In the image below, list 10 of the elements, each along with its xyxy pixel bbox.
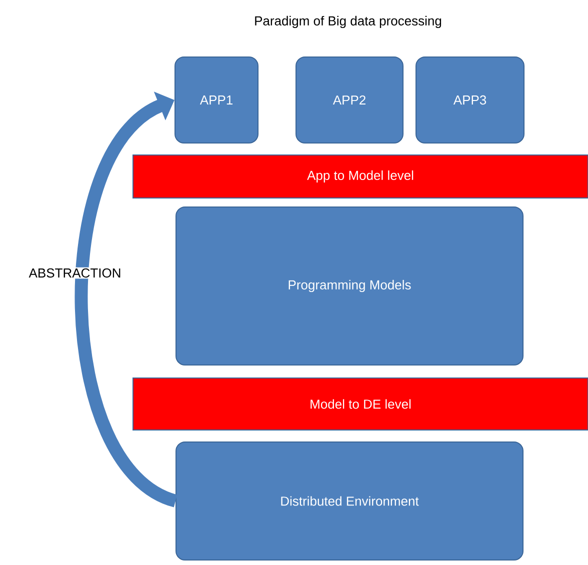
curved-arrow: [74, 92, 178, 507]
process-box: Distributed Environment: [176, 442, 524, 560]
process-box: APP3: [416, 56, 524, 144]
process-box: Programming Models: [176, 206, 524, 366]
process-box: APP1: [174, 56, 258, 144]
edge-label: ABSTRACTION: [28, 267, 122, 279]
title: Paradigm of Big data processing: [255, 16, 442, 28]
process-box: APP2: [296, 56, 404, 144]
level-band: App to Model level: [132, 154, 588, 198]
level-band: Model to DE level: [132, 378, 588, 430]
